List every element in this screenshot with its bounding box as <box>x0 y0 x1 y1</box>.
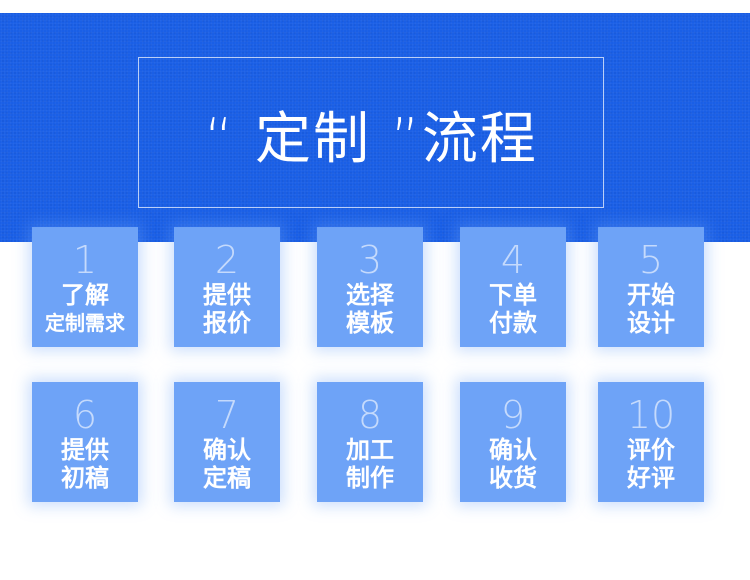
step-label-line2: 初稿 <box>61 464 109 492</box>
step-number: 9 <box>500 393 526 437</box>
step-number: 3 <box>357 238 383 282</box>
step-card-6: 6 提供 初稿 <box>32 382 138 502</box>
step-label-line2: 定稿 <box>203 464 251 492</box>
step-card-4: 4 下单 付款 <box>460 227 566 347</box>
step-card-8: 8 加工 制作 <box>317 382 423 502</box>
step-number: 6 <box>72 393 98 437</box>
step-label-line1: 确认 <box>489 436 537 464</box>
page-title: “ 定制 ”流程 <box>204 107 538 172</box>
header-banner: “ 定制 ”流程 <box>0 13 750 242</box>
step-label-line2: 好评 <box>627 464 675 492</box>
title-frame: “ 定制 ”流程 <box>138 57 604 208</box>
step-number: 5 <box>638 238 664 282</box>
step-label-line2: 制作 <box>346 464 394 492</box>
step-card-2: 2 提供 报价 <box>174 227 280 347</box>
step-label-line1: 开始 <box>627 281 675 309</box>
step-label-line1: 了解 <box>61 281 109 309</box>
step-label-line1: 加工 <box>346 436 394 464</box>
step-label-line2: 收货 <box>489 464 537 492</box>
step-card-1: 1 了解 定制需求 <box>32 227 138 347</box>
step-number: 7 <box>214 393 240 437</box>
step-card-9: 9 确认 收货 <box>460 382 566 502</box>
step-number: 2 <box>214 238 240 282</box>
step-label-line1: 选择 <box>346 281 394 309</box>
step-label-line1: 下单 <box>489 281 537 309</box>
step-label-line1: 提供 <box>61 436 109 464</box>
step-label-line1: 评价 <box>627 436 675 464</box>
step-label-line1: 提供 <box>203 281 251 309</box>
step-card-5: 5 开始 设计 <box>598 227 704 347</box>
step-label-line2: 模板 <box>346 309 394 337</box>
step-number: 1 <box>72 238 98 282</box>
step-number: 8 <box>357 393 383 437</box>
step-number: 4 <box>500 238 526 282</box>
step-label-line2: 报价 <box>203 309 251 337</box>
step-label-line2: 设计 <box>627 309 675 337</box>
step-label-line2: 定制需求 <box>45 311 125 335</box>
step-card-3: 3 选择 模板 <box>317 227 423 347</box>
step-number: 10 <box>626 393 676 437</box>
step-card-7: 7 确认 定稿 <box>174 382 280 502</box>
step-label-line1: 确认 <box>203 436 251 464</box>
step-card-10: 10 评价 好评 <box>598 382 704 502</box>
step-label-line2: 付款 <box>489 309 537 337</box>
